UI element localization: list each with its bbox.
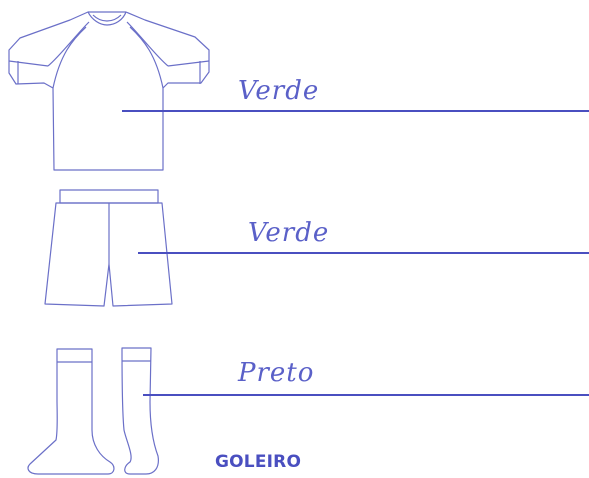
handwritten-answer-socks: Preto xyxy=(238,358,315,388)
handwritten-answer-shorts: Verde xyxy=(248,218,330,248)
shirt-drawing xyxy=(8,11,210,171)
handwritten-answer-shirt: Verde xyxy=(238,76,320,106)
shorts-drawing xyxy=(44,189,173,307)
socks-drawing xyxy=(27,347,159,475)
page-title: GOLEIRO xyxy=(215,452,302,472)
